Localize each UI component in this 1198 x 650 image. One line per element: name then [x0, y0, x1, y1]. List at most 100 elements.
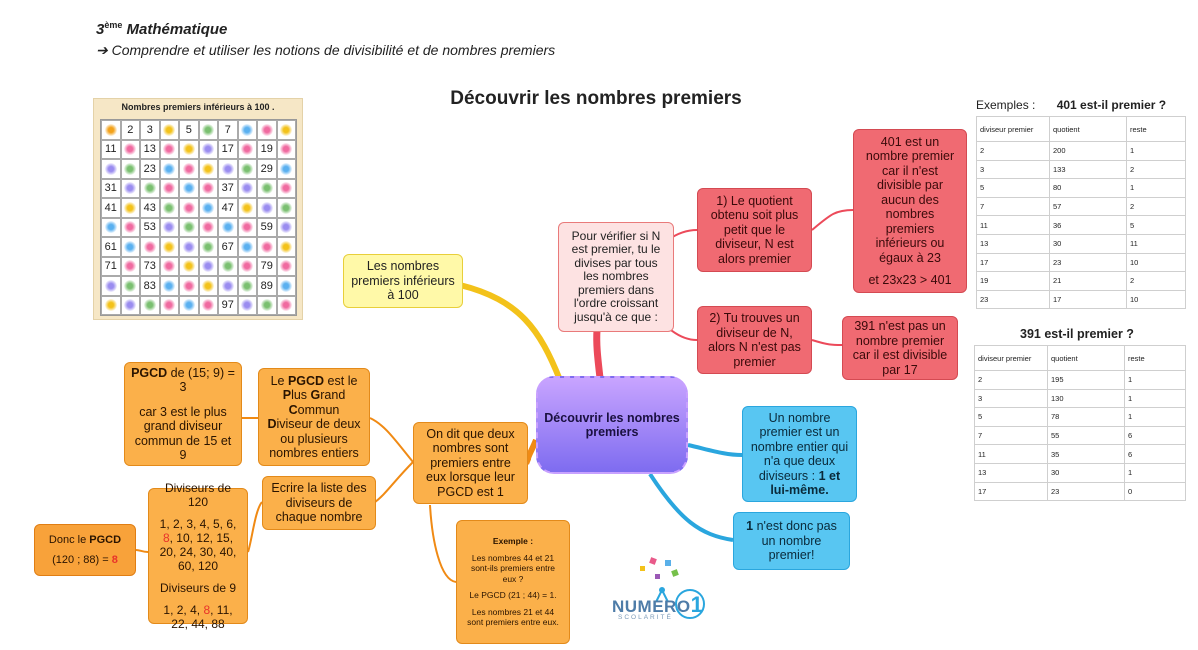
grid-cell [198, 159, 218, 179]
grid-cell: 2 [120, 120, 140, 140]
grid-dot [182, 182, 195, 195]
grid-cell [198, 178, 218, 198]
table-cell: 1 [1126, 178, 1186, 198]
grid-cell: 31 [101, 178, 121, 198]
grid-dot [241, 162, 254, 175]
grid-dot [241, 260, 254, 273]
grid-dot [260, 182, 273, 195]
table-cell: 13 [974, 462, 1048, 483]
node-ecrire-diviseurs: Ecrire la liste des diviseurs de chaque … [262, 476, 376, 530]
grid-dot [163, 162, 176, 175]
table-header-cell: diviseur premier [976, 116, 1050, 142]
grid-dot [280, 299, 293, 312]
table-cell: 17 [1049, 289, 1127, 310]
table-cell: 3 [976, 159, 1050, 180]
grid-cell: 5 [179, 120, 199, 140]
grid-cell [198, 120, 218, 140]
node-pgcd-definition: Le PGCD est le Plus Grand Commun Diviseu… [258, 368, 370, 466]
grid-cell: 83 [140, 276, 160, 296]
grid-dot [163, 143, 176, 156]
grid-dot [260, 123, 273, 136]
grid-cell [257, 120, 277, 140]
grid-cell [237, 237, 257, 257]
examples-header: Exemples : 401 est-il premier ? [976, 98, 1167, 112]
grid-dot [202, 123, 215, 136]
grid-dot [260, 240, 273, 253]
branch-to-pgcd-def [369, 417, 414, 463]
logo-sub: SCOLARITÉ [618, 614, 673, 621]
grid-cell [237, 120, 257, 140]
node-391-example: 391 n'est pas un nombre premier car il e… [842, 316, 958, 380]
table-cell: 200 [1049, 141, 1127, 161]
grid-cell [198, 237, 218, 257]
primes-grid-title: Nombres premiers inférieurs à 100 . [121, 102, 275, 112]
grid-dot [124, 279, 137, 292]
table-cell: 130 [1047, 388, 1125, 409]
grid-cell: 37 [218, 178, 238, 198]
grid-cell [140, 237, 160, 257]
grid-cell [218, 256, 238, 276]
grid-dot [163, 240, 176, 253]
grid-cell [101, 276, 121, 296]
grid-cell: 23 [140, 159, 160, 179]
node-premiers-100: Les nombres premiers inférieurs à 100 [343, 254, 463, 308]
grid-cell [159, 120, 179, 140]
branch-to-donc [135, 549, 149, 553]
grid-cell: 43 [140, 198, 160, 218]
grid-cell [276, 217, 296, 237]
grid-dot [280, 279, 293, 292]
grid-cell [120, 178, 140, 198]
grid-dot [221, 260, 234, 273]
grid-cell [198, 276, 218, 296]
grid-cell [179, 159, 199, 179]
table-cell: 35 [1047, 444, 1125, 464]
grid-cell [120, 256, 140, 276]
grid-cell [276, 256, 296, 276]
grid-dot [202, 260, 215, 273]
table-cell: 78 [1047, 407, 1125, 427]
question-391: 391 est-il premier ? [1020, 327, 1134, 341]
table-cell: 10 [1126, 252, 1186, 273]
table-cell: 0 [1124, 481, 1186, 502]
grid-cell: 17 [218, 139, 238, 159]
table-cell: 1 [1124, 370, 1186, 390]
grid-cell [179, 217, 199, 237]
table-cell: 11 [1126, 233, 1186, 254]
grid-dot [241, 299, 254, 312]
grid-cell [198, 198, 218, 218]
grid-dot [202, 162, 215, 175]
table-cell: 23 [1047, 481, 1125, 502]
table-cell: 7 [976, 196, 1050, 217]
grid-dot [163, 123, 176, 136]
table-cell: 1 [1124, 388, 1186, 409]
grid-cell [276, 276, 296, 296]
node-exemple: Exemple : Les nombres 44 et 21 sont-ils … [456, 520, 570, 644]
branch-to-391 [811, 339, 843, 346]
grid-cell [159, 237, 179, 257]
grid-cell [159, 295, 179, 315]
grid-dot [182, 299, 195, 312]
table-header-cell: quotient [1049, 116, 1127, 142]
grid-cell [120, 295, 140, 315]
grid-cell: 13 [140, 139, 160, 159]
table-cell: 13 [976, 233, 1050, 254]
branch-to-un [648, 472, 734, 542]
table-cell: 5 [1126, 215, 1186, 235]
grid-dot [260, 201, 273, 214]
grid-cell [218, 276, 238, 296]
grid-cell [237, 198, 257, 218]
level-subject: 3ème Mathématique [96, 20, 228, 38]
table-cell: 10 [1126, 289, 1186, 310]
table-cell: 36 [1049, 215, 1127, 235]
grid-cell: 11 [101, 139, 121, 159]
node-401-example: 401 est un nombre premier car il n'est d… [853, 129, 967, 293]
grid-dot [182, 162, 195, 175]
table-cell: 6 [1124, 425, 1186, 446]
objective: ➔ Comprendre et utiliser les notions de … [96, 42, 556, 58]
grid-dot [241, 143, 254, 156]
grid-cell [179, 256, 199, 276]
table-cell: 17 [976, 252, 1050, 273]
